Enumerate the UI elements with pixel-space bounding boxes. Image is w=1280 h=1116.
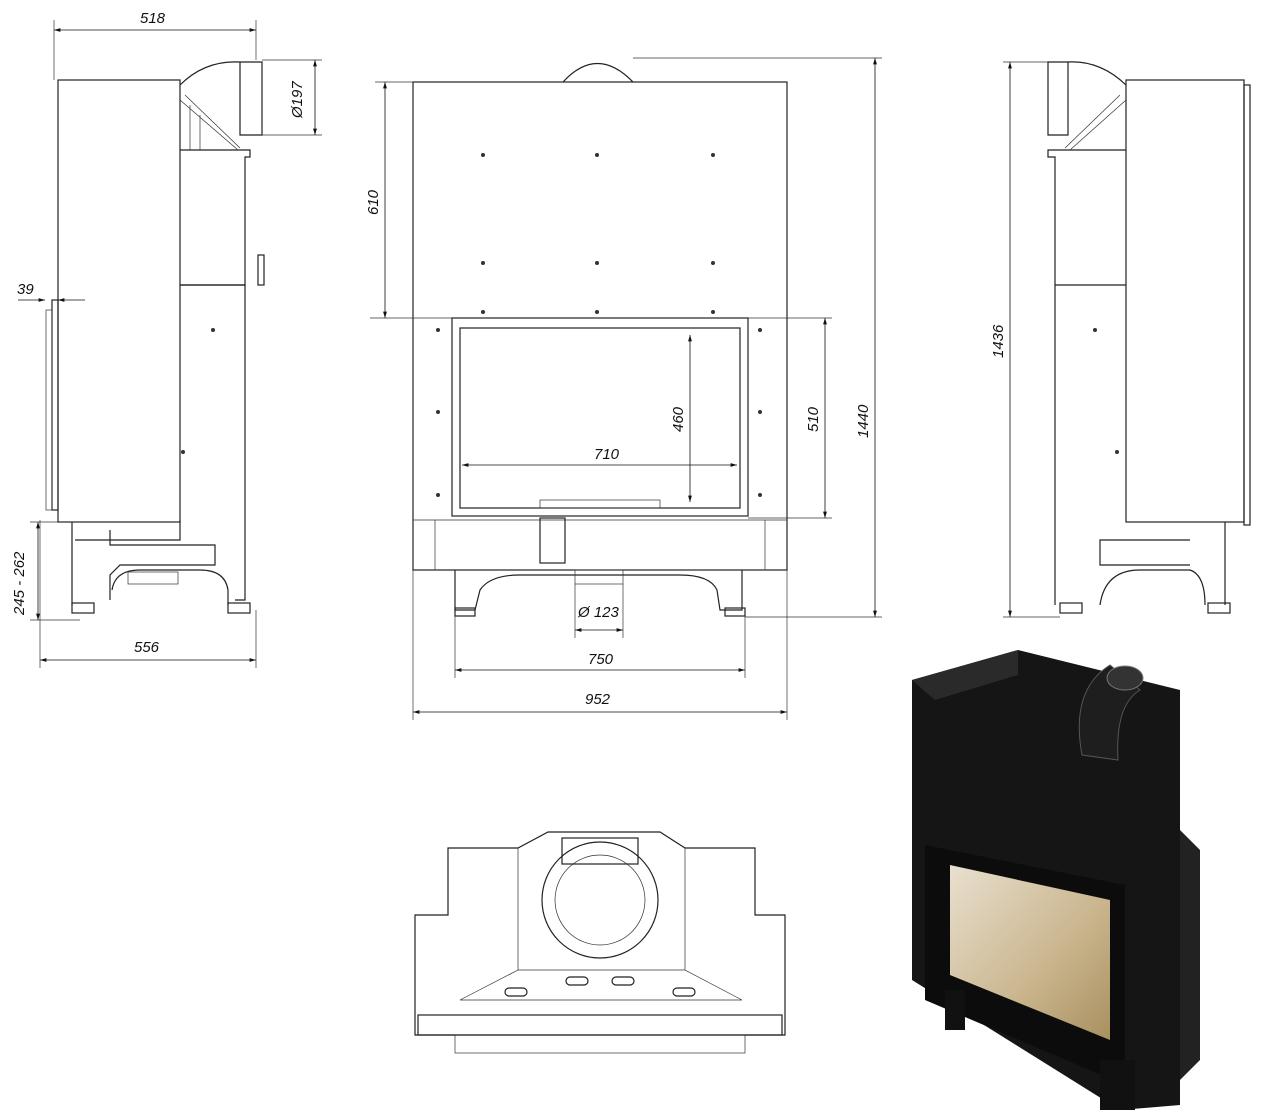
dim-total-width: 952	[585, 691, 611, 708]
dim-flue-diameter: Ø197	[289, 81, 306, 119]
dim-glass-width: 710	[594, 446, 620, 463]
dim-depth-top: 518	[140, 10, 166, 27]
dim-total-height: 1440	[855, 404, 872, 438]
dim-offset: 39	[17, 281, 34, 298]
dim-upper-height: 610	[365, 189, 382, 215]
dim-total-height-right: 1436	[990, 324, 1007, 358]
dim-air-inlet: Ø 123	[577, 604, 620, 621]
top-view	[414, 831, 786, 1054]
dim-depth-bottom: 556	[134, 639, 160, 656]
dim-leg-spacing: 750	[588, 651, 614, 668]
fireplace-render	[912, 650, 1200, 1110]
dim-door-height: 510	[805, 406, 822, 432]
dim-leg-height: 245 - 262	[11, 551, 28, 616]
side-view-right: 1436	[990, 61, 1251, 618]
side-view-left: 518 Ø197 39 245 - 262 556	[11, 10, 322, 668]
front-view: 610 460 710 510 1440 Ø 123 750 952	[365, 57, 882, 720]
dim-glass-height: 460	[670, 406, 687, 432]
